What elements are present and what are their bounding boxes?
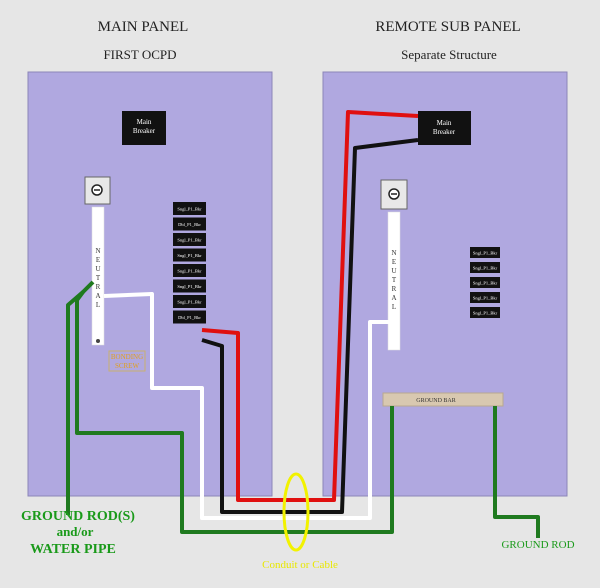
sub-panel-breaker xyxy=(470,262,500,273)
main-panel-breaker-label: Dbl_P1_Bkr xyxy=(178,222,201,227)
main-neutral-letter: L xyxy=(96,301,100,309)
main-panel-breaker-label: Dbl_P1_Bkr xyxy=(178,315,201,320)
ground-rods-label-1: GROUND ROD(S) xyxy=(21,509,135,524)
sub-panel-main-breaker xyxy=(418,111,471,145)
ground-bar-label: GROUND BAR xyxy=(416,398,456,404)
main-panel-breaker-stack: Sngl_P1_BkrDbl_P1_BkrSngl_P1_BkrSngl_P1_… xyxy=(173,202,206,324)
sub-neutral-letter: T xyxy=(392,276,397,284)
conduit-label: Conduit or Cable xyxy=(262,559,338,571)
main-panel-breaker xyxy=(173,264,206,277)
sub-panel-title: REMOTE SUB PANEL xyxy=(375,19,520,35)
main-breaker-label-2: Breaker xyxy=(133,127,156,135)
sub-panel-breaker-label: Sngl_P1_Bkr xyxy=(473,281,498,286)
main-panel-title: MAIN PANEL xyxy=(98,19,189,35)
sub-breaker-label-1: Main xyxy=(437,119,452,127)
main-panel-breaker xyxy=(173,248,206,262)
sub-neutral-letter: R xyxy=(392,285,397,293)
ground-rod-right-label: GROUND ROD xyxy=(501,539,574,551)
main-neutral-letter: E xyxy=(96,256,100,264)
main-panel-breaker-label: Sngl_P1_Bkr xyxy=(177,300,202,305)
sub-panel-breaker xyxy=(470,307,500,318)
main-breaker-label-1: Main xyxy=(137,118,152,126)
main-panel-breaker xyxy=(173,233,206,246)
sub-panel-breaker-stack: Sngl_P1_BkrSngl_P1_BkrSngl_P1_BkrSngl_P1… xyxy=(470,247,500,318)
main-panel-breaker xyxy=(173,279,206,293)
ground-rods-label-3: WATER PIPE xyxy=(30,542,116,557)
neutral-wire xyxy=(103,292,390,520)
sub-panel-breaker-label: Sngl_P1_Bkr xyxy=(473,311,498,316)
sub-breaker-label-2: Breaker xyxy=(433,128,456,136)
sub-ground-wire-to-rod xyxy=(493,406,540,538)
sub-neutral-letter: A xyxy=(391,294,396,302)
main-neutral-letter: T xyxy=(96,274,101,282)
main-panel-breaker-label: Sngl_P1_Bkr xyxy=(177,238,202,243)
main-panel-breaker-label: Sngl_P1_Bkr xyxy=(177,269,202,274)
main-panel-main-breaker xyxy=(122,111,166,145)
main-panel-subtitle: FIRST OCPD xyxy=(103,47,176,62)
sub-panel-breaker xyxy=(470,277,500,288)
main-panel-breaker-label: Sngl_P1_Bkr xyxy=(177,207,202,212)
main-neutral-letter: A xyxy=(95,292,100,300)
bonding-screw-label-2: SCREW xyxy=(115,362,140,370)
sub-neutral-letter: U xyxy=(391,267,396,275)
main-panel-breaker xyxy=(173,295,206,308)
main-panel-breaker-label: Sngl_P1_Bkr xyxy=(177,284,202,289)
ground-bar xyxy=(382,392,504,407)
sub-neutral-bar xyxy=(387,211,401,351)
sub-panel-breaker xyxy=(470,247,500,258)
main-neutral-letter: R xyxy=(96,283,101,291)
main-neutral-letter: N xyxy=(95,247,100,255)
sub-panel-breaker xyxy=(470,292,500,303)
bonding-screw-label-1: BONDING xyxy=(111,353,143,361)
sub-panel-breaker-label: Sngl_P1_Bkr xyxy=(473,251,498,256)
main-ground-wire-to-rod xyxy=(66,280,95,515)
main-bonding-screw-dot xyxy=(96,339,100,343)
main-panel-breaker xyxy=(173,310,206,324)
main-neutral-letter: U xyxy=(95,265,100,273)
sub-panel-breaker-label: Sngl_P1_Bkr xyxy=(473,296,498,301)
sub-panel-breaker-label: Sngl_P1_Bkr xyxy=(473,266,498,271)
sub-panel-subtitle: Separate Structure xyxy=(401,47,497,62)
ground-rods-label-2: and/or xyxy=(57,524,94,539)
sub-neutral-letter: N xyxy=(391,249,396,257)
main-panel-breaker-label: Sngl_P1_Bkr xyxy=(177,253,202,258)
sub-neutral-letter: E xyxy=(392,258,396,266)
main-panel-breaker xyxy=(173,202,206,215)
main-neutral-bar xyxy=(91,206,105,346)
black-hot-wire xyxy=(201,138,419,514)
conduit-loop xyxy=(282,472,310,552)
sub-neutral-letter: L xyxy=(392,303,396,311)
main-ground-wire-to-sub xyxy=(75,290,394,534)
main-panel-breaker xyxy=(173,217,206,231)
bonding-screw-label-box xyxy=(108,350,146,372)
